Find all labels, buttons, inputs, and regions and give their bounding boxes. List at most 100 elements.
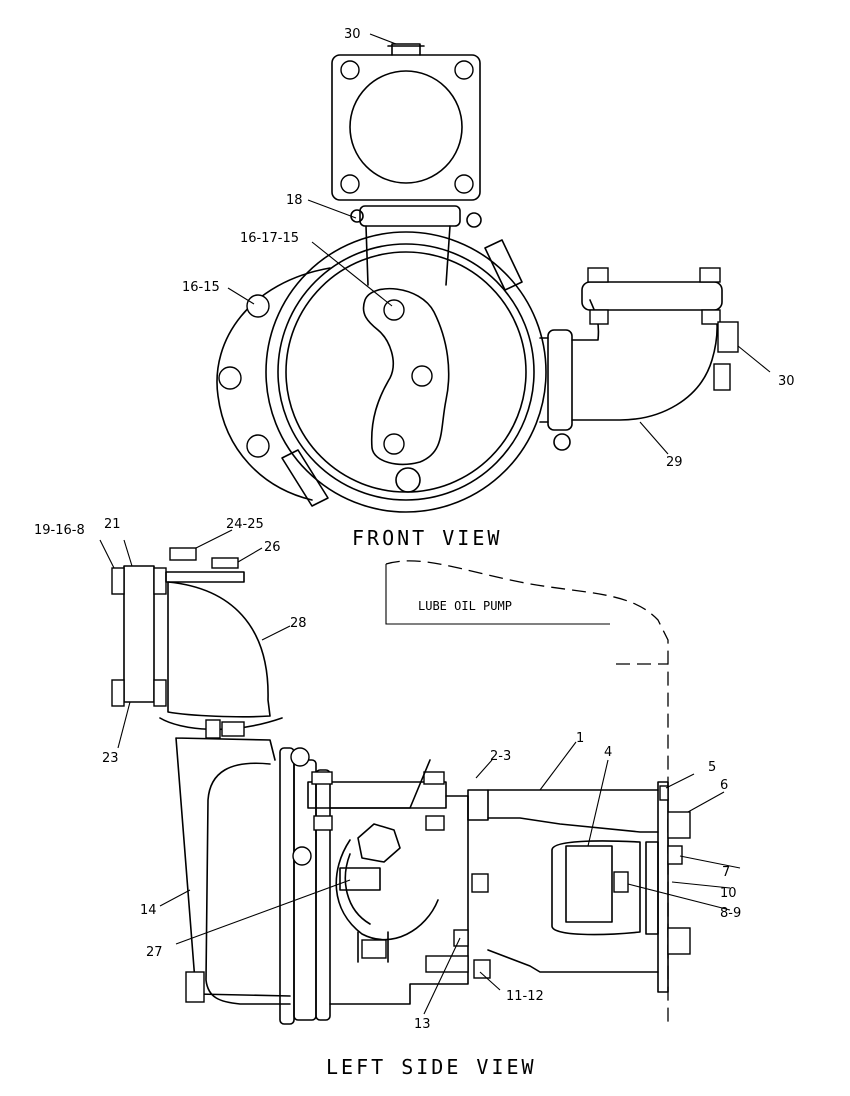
front-view-leaders	[227, 33, 771, 455]
upper-clamp	[165, 571, 245, 583]
inlet-flange-plate	[123, 565, 155, 703]
callout-4: 4	[604, 745, 612, 760]
bearing-curve	[335, 839, 439, 941]
callout-16-17-15: 16-17-15	[240, 231, 299, 246]
bracket-bolt	[361, 939, 387, 959]
callout-21: 21	[104, 517, 121, 532]
callout-14: 14	[140, 903, 157, 918]
bolt-7	[667, 845, 683, 865]
inlet-bolt-head	[111, 567, 125, 595]
elbow-28	[167, 581, 271, 718]
cover-bolt	[313, 815, 333, 831]
cover-bolt	[411, 365, 433, 387]
callout-13: 13	[414, 1017, 431, 1032]
callout-7: 7	[722, 865, 730, 880]
housing-outer-ring	[265, 231, 547, 513]
part-27	[339, 867, 381, 891]
callout-6: 6	[720, 778, 728, 793]
elbow-bolt	[589, 309, 609, 325]
inlet-bolt-head	[111, 679, 125, 707]
callout-27: 27	[146, 945, 163, 960]
housing-flange	[293, 759, 317, 1021]
cover-bolt	[423, 771, 445, 785]
drive-housing	[551, 840, 641, 936]
nut	[667, 927, 691, 955]
side-view-leaders	[99, 529, 741, 1015]
front-view-caption: FRONT VIEW	[352, 526, 502, 550]
pump-body-inner	[205, 762, 291, 1005]
side-plug	[713, 363, 731, 391]
body-bolt	[185, 971, 205, 1003]
callout-24-25: 24-25	[226, 517, 264, 532]
callout-30-right: 30	[778, 374, 795, 389]
pump-body-outline	[175, 737, 291, 997]
drain-plug	[395, 467, 421, 493]
hex-plug	[357, 823, 401, 863]
bolt-24-25	[169, 547, 197, 561]
flange-bolt	[454, 174, 474, 194]
outlet-flange-joint	[539, 337, 549, 423]
callout-23: 23	[102, 751, 119, 766]
lube-oil-pump-note: LUBE OIL PUMP	[418, 599, 512, 613]
callout-11-12: 11-12	[506, 989, 544, 1004]
front-view-drawing	[216, 43, 739, 513]
mount-bracket	[357, 931, 389, 963]
interior-casting	[362, 287, 450, 466]
housing-flange	[279, 747, 295, 1025]
elbow-bolt	[587, 267, 609, 283]
inlet-nut	[153, 567, 167, 595]
flange-bolt	[340, 174, 360, 194]
top-plug	[387, 43, 425, 56]
ring-bolt	[281, 449, 329, 507]
housing-flange	[315, 769, 331, 1021]
housing-ring	[277, 243, 535, 501]
flange-bolt	[218, 366, 242, 390]
callout-29: 29	[666, 455, 683, 470]
note-box	[385, 564, 610, 625]
bracket-1	[487, 789, 659, 833]
engine-outline	[385, 560, 669, 1026]
elbow-top-plate	[581, 281, 723, 311]
cover-bolt	[383, 433, 405, 455]
coupling-4	[565, 845, 613, 923]
gear-case	[329, 759, 469, 1005]
flange-bolt	[290, 747, 310, 767]
callout-10: 10	[720, 886, 737, 901]
side-view-caption: LEFT SIDE VIEW	[326, 1055, 537, 1079]
nut-6	[667, 811, 691, 839]
top-square-flange	[331, 54, 481, 201]
clamp-bolt	[350, 209, 364, 223]
flange-bolt	[454, 60, 474, 80]
collar-bolt	[205, 719, 221, 739]
outlet-flange	[547, 329, 573, 431]
side-plug	[717, 321, 739, 353]
bolt-5	[659, 785, 669, 801]
flange-bolt	[292, 846, 312, 866]
clamp-band	[359, 205, 461, 227]
callout-30-top: 30	[344, 27, 361, 42]
cover-bolt	[425, 815, 445, 831]
callout-16-15: 16-15	[182, 280, 220, 295]
cover-bolt	[383, 299, 405, 321]
callout-18: 18	[286, 193, 303, 208]
clamp-bolt	[466, 212, 482, 228]
housing-inner-ring	[285, 251, 527, 493]
ring-bolt	[484, 239, 523, 291]
callout-5: 5	[708, 760, 716, 775]
pump-neck	[365, 225, 451, 286]
callout-1: 1	[576, 731, 584, 746]
elbow-collar	[159, 717, 283, 731]
elbow-bolt	[699, 267, 721, 283]
engine-plate	[657, 781, 669, 993]
collar-bolt	[221, 721, 245, 737]
bracket-lower	[487, 949, 659, 973]
left-flange-outline	[216, 267, 331, 501]
mount-bolt-2-3	[467, 789, 489, 821]
flange-bore	[349, 70, 463, 184]
callout-8-9: 8-9	[720, 906, 741, 921]
flange-bolt	[246, 434, 270, 458]
cover-plate	[307, 781, 447, 809]
inlet-nut	[153, 679, 167, 707]
outlet-bolt	[553, 433, 571, 451]
